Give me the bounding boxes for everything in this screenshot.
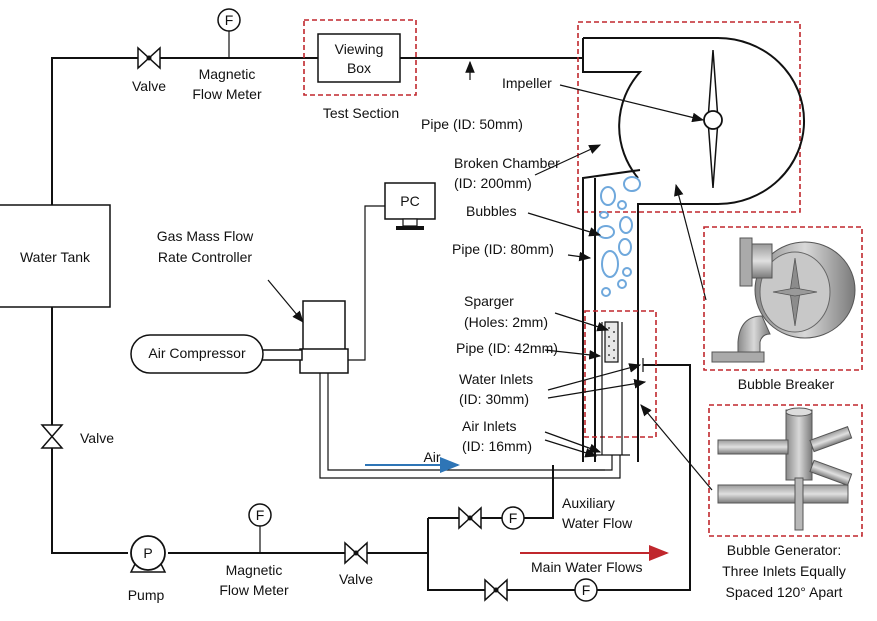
sparger	[604, 321, 619, 363]
test-section-frame	[303, 19, 417, 96]
svg-text:P: P	[143, 545, 152, 561]
svg-text:PC: PC	[400, 193, 419, 209]
pipe-42-label: Pipe (ID: 42mm)	[456, 340, 558, 356]
air-label: Air	[423, 449, 440, 465]
bubble-generator-label-1: Bubble Generator:	[727, 542, 841, 558]
valve-main-symbol	[484, 578, 508, 602]
svg-text:F: F	[256, 507, 265, 523]
air-inlets-label-1: Air Inlets	[462, 418, 516, 434]
signal-line-pc	[348, 205, 385, 361]
pipe-aux	[428, 465, 554, 519]
bubble-breaker-image	[711, 237, 856, 363]
air-compressor-label: Air Compressor	[148, 345, 246, 361]
flow-meter-top: F	[217, 8, 241, 58]
viewing-box-label-2: Box	[347, 60, 371, 76]
valve-top-symbol	[137, 46, 161, 70]
sparger-label-1: Sparger	[464, 293, 514, 309]
magnetic-flow-meter-bottom-label-2: Flow Meter	[219, 582, 289, 598]
valve-top-label: Valve	[132, 78, 166, 94]
generator-frame	[584, 310, 657, 438]
auxiliary-label-1: Auxiliary	[562, 495, 615, 511]
water-tank	[0, 204, 111, 308]
bubble-generator-label-2: Three Inlets Equally	[722, 563, 846, 579]
pump-label: Pump	[128, 587, 165, 603]
sparger-label-2: (Holes: 2mm)	[464, 314, 548, 330]
auxiliary-label-2: Water Flow	[562, 515, 633, 531]
bubble-generator-frame	[708, 404, 863, 537]
bubble-generator-image	[717, 407, 853, 531]
svg-text:F: F	[582, 582, 591, 598]
broken-chamber-label-2: (ID: 200mm)	[454, 175, 532, 191]
valve-bottom-symbol	[344, 541, 368, 565]
chamber-frame	[577, 21, 801, 213]
water-inlets-label-1: Water Inlets	[459, 371, 533, 387]
broken-chamber	[582, 37, 805, 462]
bubble-breaker-frame	[703, 226, 863, 371]
pipe-50-label: Pipe (ID: 50mm)	[421, 116, 523, 132]
viewing-box-label-1: Viewing	[335, 41, 384, 57]
impeller-symbol	[703, 49, 723, 189]
bubble-generator-label-3: Spaced 120° Apart	[726, 584, 843, 600]
svg-text:F: F	[225, 12, 234, 28]
flow-meter-bottom: F	[248, 503, 272, 553]
pipe-left-down	[51, 307, 128, 554]
air-compressor	[130, 334, 264, 374]
gas-mfc-label-2: Rate Controller	[158, 249, 252, 265]
pipe-top-left	[51, 57, 318, 205]
pipe-80-label: Pipe (ID: 80mm)	[452, 241, 554, 257]
bubble-breaker-label: Bubble Breaker	[738, 376, 835, 392]
flow-meter-aux: F	[501, 506, 525, 530]
pump-symbol: P	[129, 535, 167, 573]
magnetic-flow-meter-bottom-label-1: Magnetic	[226, 562, 283, 578]
air-line-outer	[319, 373, 621, 479]
valve-left-symbol	[40, 424, 64, 449]
magnetic-flow-meter-top-label-2: Flow Meter	[192, 86, 262, 102]
gas-mfc-label-1: Gas Mass Flow	[157, 228, 254, 244]
valve-bottom-label: Valve	[339, 571, 373, 587]
water-tank-label: Water Tank	[20, 249, 91, 265]
pc-monitor: PC	[384, 182, 436, 230]
valve-aux-symbol	[458, 506, 482, 530]
valve-left-label: Valve	[80, 430, 114, 446]
gas-mfc-base	[299, 348, 349, 374]
viewing-box	[317, 33, 401, 83]
bubbles	[597, 176, 641, 297]
magnetic-flow-meter-top-label-1: Magnetic	[199, 66, 256, 82]
water-inlets-label-2: (ID: 30mm)	[459, 391, 529, 407]
impeller-label: Impeller	[502, 75, 552, 91]
gas-mfc-stub	[261, 349, 303, 361]
test-section-label: Test Section	[323, 105, 399, 121]
broken-chamber-label-1: Broken Chamber	[454, 155, 560, 171]
bubbles-label: Bubbles	[466, 203, 517, 219]
main-water-flows-label: Main Water Flows	[531, 559, 643, 575]
svg-text:F: F	[509, 510, 518, 526]
pipe-split	[427, 518, 470, 591]
air-inlets-label-2: (ID: 16mm)	[462, 438, 532, 454]
air-line-inner	[327, 373, 613, 471]
gas-mass-flow-controller	[302, 300, 346, 352]
flow-meter-main: F	[574, 578, 598, 602]
